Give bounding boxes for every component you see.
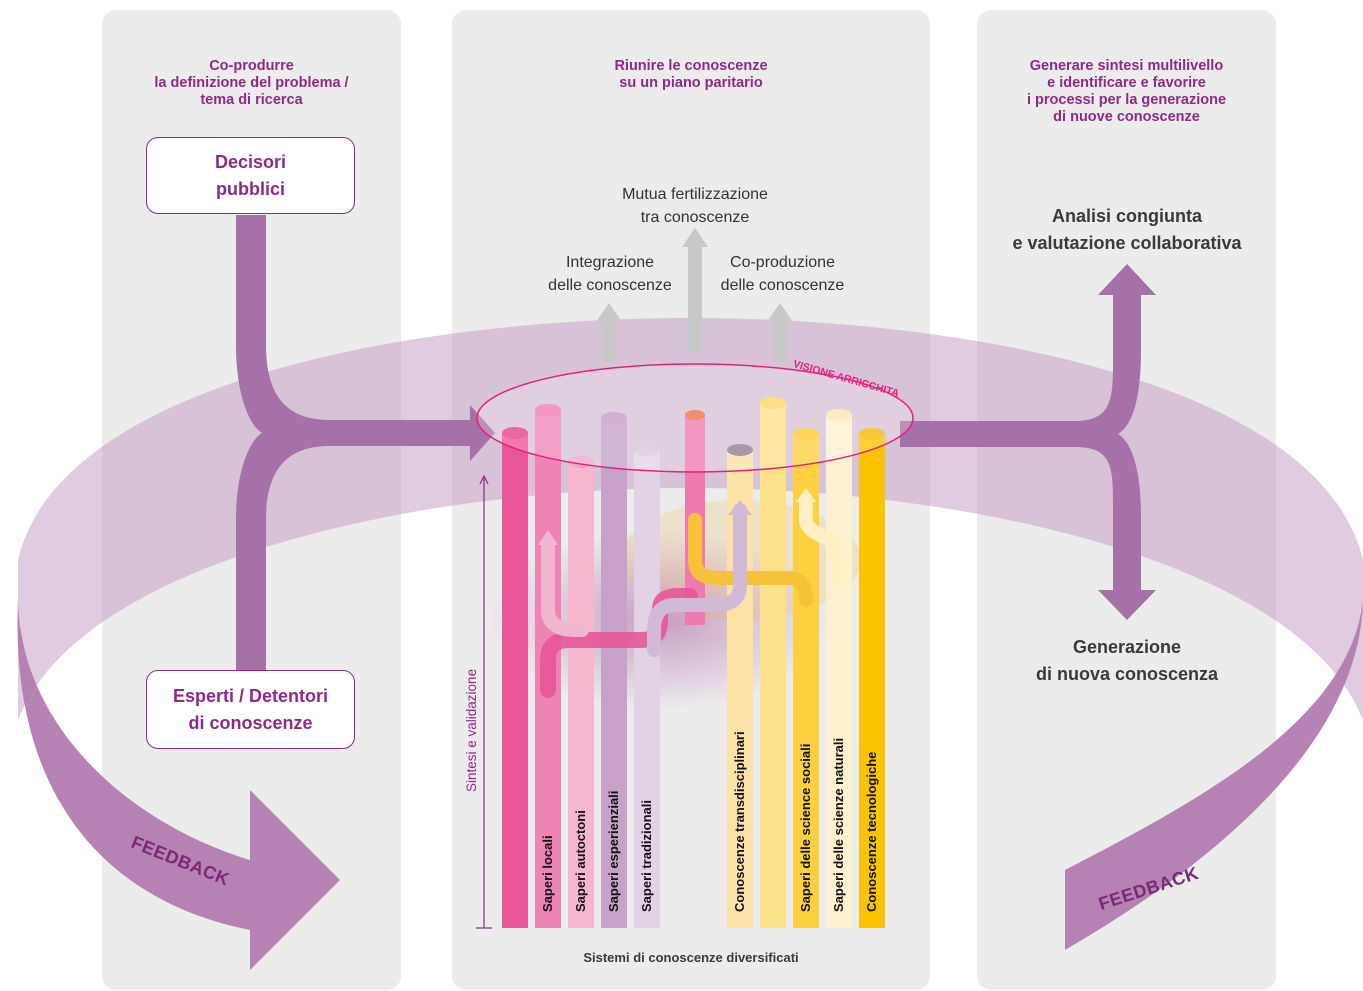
analisi-congiunta-label: Analisi congiunta e valutazione collabor… bbox=[1012, 206, 1242, 253]
co-produzione-label: Co-produzione delle conoscenze bbox=[720, 254, 845, 294]
column-label-saperi-tradizionali: Saperi tradizionali bbox=[639, 800, 654, 912]
sistemi-conoscenze-footer: Sistemi di conoscenze diversificati bbox=[583, 950, 799, 965]
visione-arricchita-ellipse bbox=[476, 363, 914, 473]
integrazione-label: Integrazione delle conoscenze bbox=[548, 254, 672, 294]
center-panel-title: Riunire le conoscenze su un piano parita… bbox=[614, 58, 768, 91]
feedback-ring-right-front bbox=[1065, 600, 1363, 950]
sintesi-validazione-axis-label: Sintesi e validazione bbox=[464, 668, 479, 792]
column-label-saperi-science-sociali: Saperi delle science sociali bbox=[798, 743, 813, 912]
column-label-saperi-autoctoni: Saperi autoctoni bbox=[573, 810, 588, 912]
grey-up-arrows bbox=[596, 228, 793, 362]
feedback-ring bbox=[18, 318, 1363, 720]
esperti-detentori-box: Esperti / Detentori di conoscenze bbox=[146, 670, 355, 749]
right-split-arrow bbox=[900, 264, 1156, 620]
mutua-fertilizzazione-label: Mutua fertilizzazione tra conoscenze bbox=[622, 186, 768, 226]
column-label-saperi-esperienziali: Saperi esperienziali bbox=[606, 790, 621, 912]
knowledge-flows bbox=[540, 493, 846, 698]
feedback-ring-left-front bbox=[17, 600, 341, 970]
left-panel-title: Co-produrre la definizione del problema … bbox=[154, 58, 349, 108]
column-label-saperi-scienze-naturali: Saperi delle scienze naturali bbox=[831, 737, 846, 912]
decisori-pubblici-box: Decisori pubblici bbox=[146, 137, 355, 214]
column-label-conoscenze-transdisciplinari: Conoscenze transdisciplinari bbox=[732, 731, 747, 912]
column-label-conoscenze-tecnologiche: Conoscenze tecnologiche bbox=[864, 751, 879, 912]
generazione-nuova-conoscenza-label: Generazione di nuova conoscenza bbox=[1035, 637, 1219, 684]
right-panel-title: Generare sintesi multilivello e identifi… bbox=[1026, 58, 1227, 125]
column-label-saperi-locali: Saperi locali bbox=[540, 835, 555, 912]
left-merge-arrow bbox=[236, 215, 495, 672]
